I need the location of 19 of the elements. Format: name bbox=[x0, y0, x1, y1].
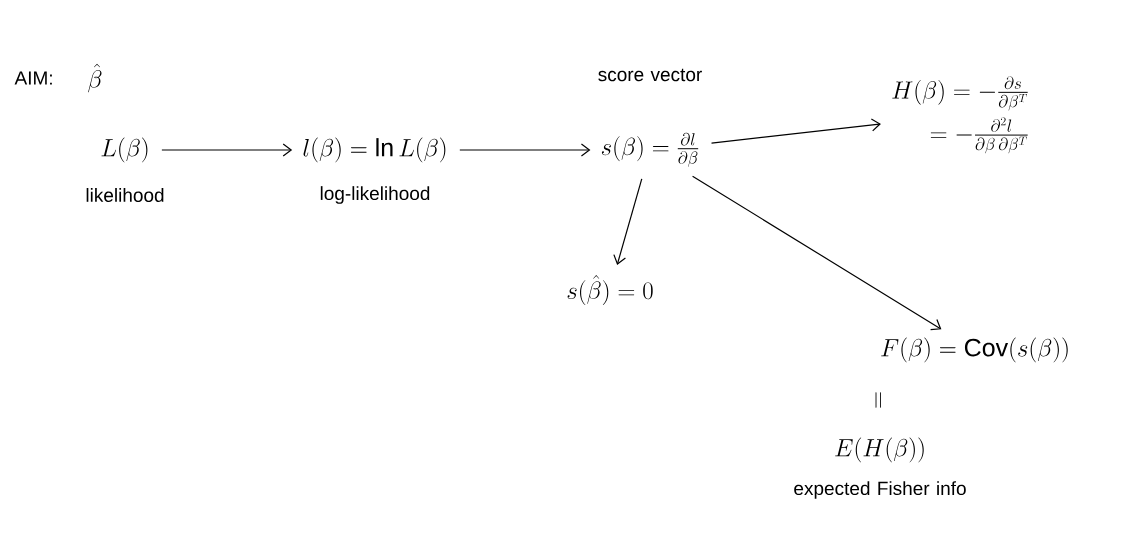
math-label: $\hat{\beta}$ bbox=[88, 63, 102, 93]
arrow bbox=[710, 118, 881, 144]
formula: $E(H(\beta))$ bbox=[835, 437, 924, 463]
node-label: log-likelihood bbox=[320, 186, 430, 204]
arrow bbox=[692, 175, 942, 331]
formula: $H(\beta) = -\frac{\partial s}{\partial \beta^T}$ $= -\frac{\partial^2 l}{\partial \beta\, \partial \beta^T}$ bbox=[892, 76, 1028, 154]
arrow bbox=[613, 178, 643, 265]
arrow bbox=[161, 143, 293, 157]
formula: $s(\hat{\beta}) = 0$ bbox=[567, 275, 653, 306]
formula: $F(\beta) = \mathrm{Cov}(s(\beta))$ bbox=[881, 337, 1068, 363]
formula: $l(\beta) = \ln L(\beta)$ bbox=[303, 137, 446, 163]
formula: $s(\beta) = \frac{\partial l}{\partial \beta}$ bbox=[601, 132, 699, 167]
node-label: score vector bbox=[598, 68, 702, 82]
math-label: $=$ bbox=[875, 392, 881, 408]
title: AIM: bbox=[14, 71, 52, 85]
node-label: likelihood bbox=[86, 188, 164, 202]
formula: $L(\beta)$ bbox=[101, 137, 148, 163]
arrow bbox=[459, 143, 591, 157]
node-label: expected Fisher info bbox=[794, 481, 966, 499]
